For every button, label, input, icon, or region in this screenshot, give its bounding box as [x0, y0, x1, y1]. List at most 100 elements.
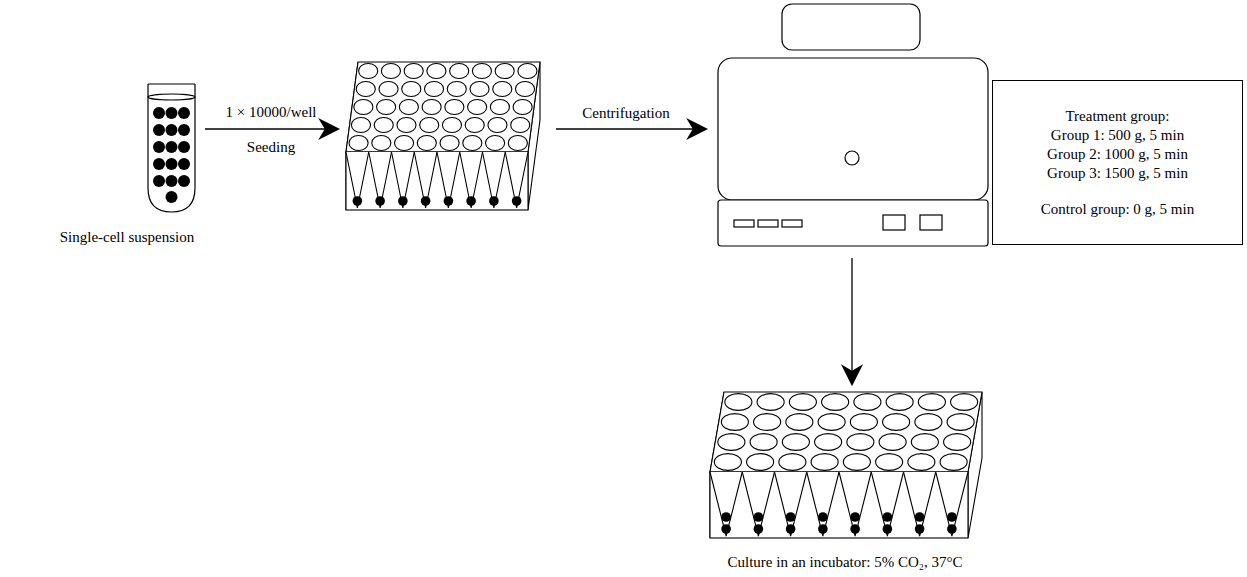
well-plate — [886, 394, 913, 411]
well-plate — [908, 454, 935, 471]
well-plate — [951, 394, 978, 411]
well-plate — [374, 117, 393, 132]
well-plate — [515, 81, 534, 96]
centrifuge — [734, 220, 754, 227]
well-plate — [489, 196, 499, 206]
tube — [148, 84, 195, 212]
well-plate — [818, 512, 828, 522]
well-plate — [854, 394, 881, 411]
well-plate — [508, 135, 527, 150]
well-plate — [483, 152, 506, 208]
well-plate — [904, 472, 936, 536]
arrow-label: Centrifugation — [582, 104, 669, 122]
well-plate — [422, 99, 441, 114]
well-plate — [775, 472, 807, 536]
well-plate — [782, 434, 809, 451]
well-plate — [944, 434, 971, 451]
well-plate — [850, 414, 877, 431]
well-plate — [789, 394, 816, 411]
well-plate — [486, 135, 505, 150]
well-plate — [356, 81, 375, 96]
well-plate — [381, 63, 400, 78]
well-plate — [710, 392, 982, 472]
well-plate — [414, 152, 437, 208]
seeding-arrow — [205, 128, 338, 129]
well-plate — [465, 117, 484, 132]
well-plate — [470, 81, 489, 96]
well-plate — [397, 117, 416, 132]
centrifuge — [883, 215, 905, 230]
well-plate — [850, 524, 860, 534]
centrifugation-arrow — [556, 128, 706, 129]
well-plate — [346, 152, 528, 210]
well-plate — [718, 434, 745, 451]
well-plate — [468, 99, 487, 114]
well-plate — [444, 196, 454, 206]
well-plate — [490, 99, 509, 114]
well-plate — [420, 117, 439, 132]
group-line: Control group: 0 g, 5 min — [1041, 200, 1194, 219]
well-plate — [786, 512, 796, 522]
cell — [153, 175, 165, 187]
well-plate — [346, 152, 369, 208]
well-plate — [947, 524, 957, 534]
well-plate — [843, 454, 870, 471]
well-plate — [437, 152, 460, 208]
well-plate — [395, 135, 414, 150]
well-plate — [786, 524, 796, 534]
well-plate — [495, 63, 514, 78]
cell — [166, 141, 178, 153]
well-plate — [754, 512, 764, 522]
well-plate — [754, 414, 781, 431]
group-line: Group 1: 500 g, 5 min — [1051, 126, 1184, 145]
centrifuge — [718, 4, 988, 246]
well-plate — [440, 135, 459, 150]
well-plate — [421, 196, 431, 206]
well-plate — [710, 472, 968, 538]
well-plate — [392, 152, 415, 208]
group-line: Group 2: 1000 g, 5 min — [1047, 145, 1188, 164]
well-plate — [936, 472, 968, 536]
well-plate — [511, 117, 530, 132]
tube — [148, 94, 195, 100]
well-plate — [402, 81, 421, 96]
arrow-label: 1 × 10000/well — [226, 103, 317, 121]
cell — [166, 175, 178, 187]
well-plate — [372, 135, 391, 150]
well-plate — [747, 454, 774, 471]
well-plate — [725, 394, 752, 411]
well-plate — [786, 414, 813, 431]
well-plate — [493, 81, 512, 96]
well-plate — [398, 196, 408, 206]
well-plate — [721, 414, 748, 431]
well-plate — [847, 434, 874, 451]
well-plate — [427, 63, 446, 78]
cell — [153, 107, 165, 119]
well-plate — [710, 392, 982, 538]
cell — [166, 191, 178, 203]
well-plate — [354, 99, 373, 114]
well-plate — [915, 414, 942, 431]
well-plate — [346, 62, 540, 210]
cell — [178, 124, 190, 136]
well-plate — [807, 472, 839, 536]
well-plate — [463, 135, 482, 150]
well-plate — [779, 454, 806, 471]
well-plate — [351, 117, 370, 132]
well-plate — [839, 472, 871, 536]
well-plate — [883, 414, 910, 431]
well-plate — [710, 472, 742, 536]
cell — [153, 158, 165, 170]
well-plate — [721, 524, 731, 534]
centrifuge — [718, 200, 988, 246]
well-plate — [512, 196, 522, 206]
well-plate — [742, 472, 774, 536]
cell — [178, 175, 190, 187]
well-plate — [850, 512, 860, 522]
centrifuge — [782, 220, 802, 227]
well-plate — [871, 472, 903, 536]
well-plate — [918, 394, 945, 411]
well-plate — [513, 99, 532, 114]
well-plate — [349, 135, 368, 150]
cell — [178, 141, 190, 153]
